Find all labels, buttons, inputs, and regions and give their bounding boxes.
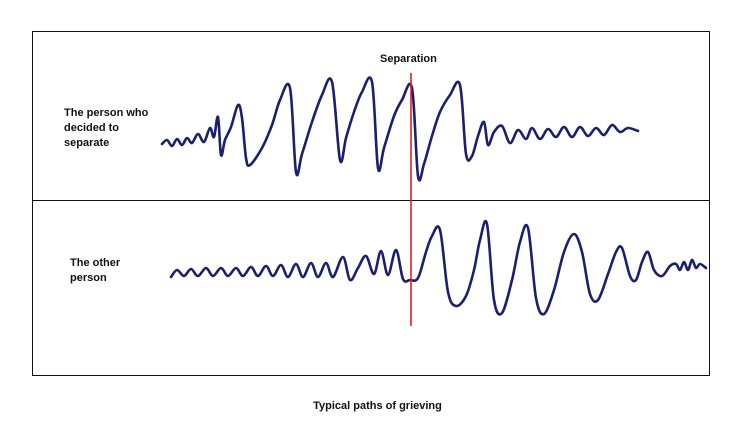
diagram-caption: Typical paths of grieving [313,400,442,412]
diagram-frame [32,31,710,376]
wave-other-person [169,219,708,316]
other-person-label: The other person [70,257,121,284]
person-who-decided-label: The person who decided to separate [64,107,149,149]
panel-divider [32,200,710,201]
wave-person-who-decided [160,76,640,182]
separation-label: Separation [380,53,437,65]
